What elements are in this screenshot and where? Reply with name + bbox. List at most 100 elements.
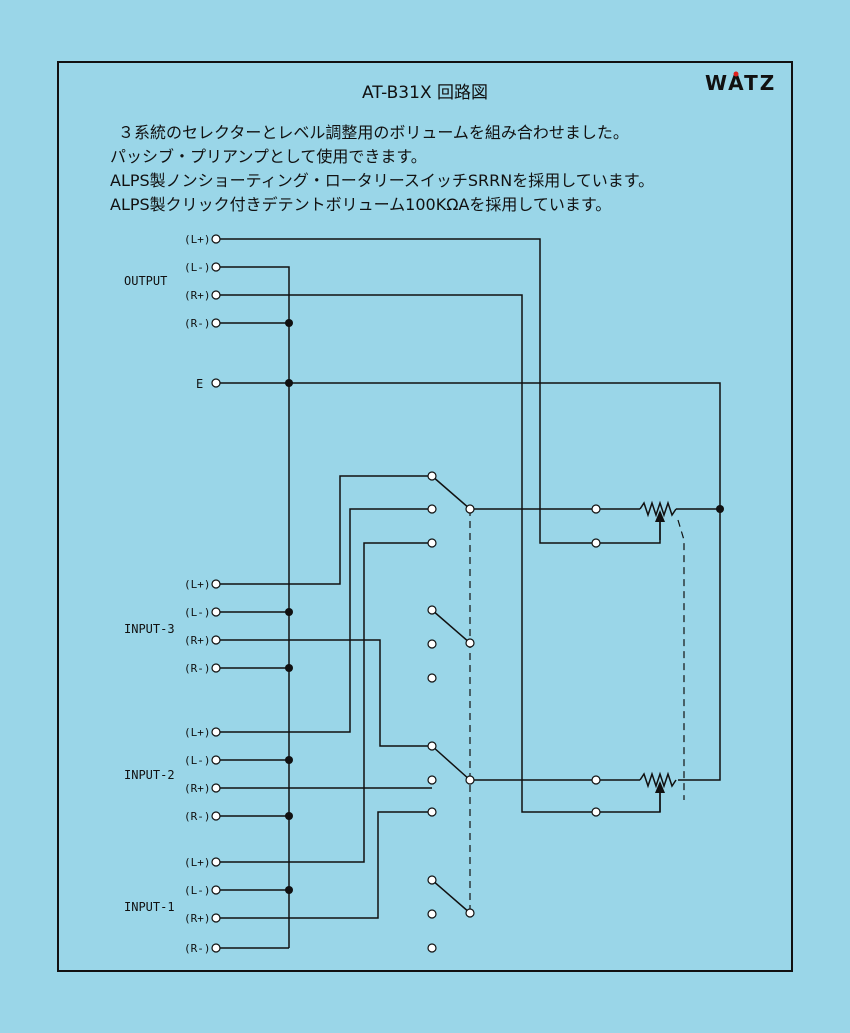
junctions — [285, 319, 724, 894]
selector-common — [465, 504, 475, 514]
junction-dot — [285, 812, 293, 820]
label-in1-l-plus: (L+) — [184, 856, 211, 869]
terminal-in1-r-minus — [211, 943, 221, 953]
label-input-3: INPUT-3 — [124, 622, 175, 636]
selector-contacts — [427, 471, 601, 953]
pot-left-terminal — [591, 504, 601, 514]
wire-output-l-plus — [216, 238, 661, 544]
label-output-l-minus: (L-) — [184, 261, 211, 274]
label-input-1: INPUT-1 — [124, 900, 175, 914]
label-in3-l-plus: (L+) — [184, 578, 211, 591]
description-line-4: ALPS製クリック付きデテントボリューム100KΩAを採用しています。 — [110, 195, 611, 214]
brand-logo: WATZ — [705, 71, 776, 95]
selector-contact — [427, 807, 437, 817]
r-spare-wiper — [431, 879, 471, 914]
selector-contact — [427, 775, 437, 785]
label-in2-r-plus: (R+) — [184, 782, 211, 795]
selector-contact — [427, 673, 437, 683]
label-in2-l-minus: (L-) — [184, 754, 211, 767]
junction-dot — [285, 886, 293, 894]
terminal-in2-r-minus — [211, 811, 221, 821]
selector-common — [465, 775, 475, 785]
volume-pot-left — [639, 500, 677, 540]
label-in2-r-minus: (R-) — [184, 810, 211, 823]
description-line-2: パッシブ・プリアンプとして使用できます。 — [110, 147, 427, 166]
selector-contact — [427, 909, 437, 919]
selector-common — [465, 638, 475, 648]
pot-left-arrow-icon — [655, 510, 665, 522]
junction-dot — [285, 664, 293, 672]
label-in3-l-minus: (L-) — [184, 606, 211, 619]
wire-in1-r-plus — [216, 811, 432, 919]
wire-in1-l-plus — [216, 542, 432, 863]
wire-in3-l-plus — [216, 475, 432, 585]
selector-contact — [427, 605, 437, 615]
l-spare-wiper — [431, 609, 471, 644]
wire-in3-r-plus — [216, 639, 432, 747]
group-labels: OUTPUT E INPUT-3 INPUT-2 INPUT-1 — [124, 274, 203, 914]
junction-dot — [285, 319, 293, 327]
terminal-in3-l-minus — [211, 607, 221, 617]
junction-dot — [285, 608, 293, 616]
selector-contact — [427, 741, 437, 751]
description-line-1: ３系統のセレクターとレベル調整用のボリュームを組み合わせました。 — [118, 123, 629, 142]
pot-right-arrow-icon — [655, 781, 665, 793]
label-output-r-minus: (R-) — [184, 317, 211, 330]
selector-contact — [427, 504, 437, 514]
terminal-in3-r-plus — [211, 635, 221, 645]
junction-dot — [285, 379, 293, 387]
terminal-in3-l-plus — [211, 579, 221, 589]
l-selector-wiper — [431, 475, 471, 510]
pot-left-resistor — [639, 500, 677, 518]
terminal-in1-l-plus — [211, 857, 221, 867]
junction-dot — [716, 505, 724, 513]
terminal-in3-r-minus — [211, 663, 221, 673]
selector-contact — [427, 875, 437, 885]
terminals — [211, 234, 221, 953]
r-selector-wiper — [431, 745, 471, 781]
pot-right-terminal — [591, 775, 601, 785]
terminal-in2-r-plus — [211, 783, 221, 793]
pot-left-wiper-terminal — [591, 538, 601, 548]
brand-wordmark: WATZ — [705, 71, 776, 95]
wiring — [216, 238, 721, 949]
label-in3-r-minus: (R-) — [184, 662, 211, 675]
label-earth: E — [196, 377, 203, 391]
label-input-2: INPUT-2 — [124, 768, 175, 782]
terminal-labels: (L+) (L-) (R+) (R-) (L+) (L-) (R+) (R-) … — [184, 233, 211, 955]
pot-right-resistor — [639, 771, 677, 789]
selector-contact — [427, 471, 437, 481]
brand-accent-dot — [733, 71, 739, 77]
description-line-3: ALPS製ノンショーティング・ロータリースイッチSRRNを採用しています。 — [110, 171, 654, 190]
label-in1-r-minus: (R-) — [184, 942, 211, 955]
label-in2-l-plus: (L+) — [184, 726, 211, 739]
terminal-in2-l-minus — [211, 755, 221, 765]
label-output: OUTPUT — [124, 274, 167, 288]
wire-output-r-plus — [216, 294, 661, 813]
junction-dot — [285, 756, 293, 764]
pot-gang-link — [677, 519, 685, 800]
diagram-title: AT-B31X 回路図 — [362, 83, 488, 103]
selector-contact — [427, 639, 437, 649]
terminal-in2-l-plus — [211, 727, 221, 737]
label-output-r-plus: (R+) — [184, 289, 211, 302]
selector-contact — [427, 538, 437, 548]
terminal-output-r-minus — [211, 318, 221, 328]
label-in1-l-minus: (L-) — [184, 884, 211, 897]
pot-right-wiper-terminal — [591, 807, 601, 817]
selector-contact — [427, 943, 437, 953]
wire-in2-l-plus — [216, 508, 432, 733]
terminal-output-l-plus — [211, 234, 221, 244]
diagram-frame — [57, 61, 793, 972]
ground-bus — [216, 266, 290, 948]
selector-common — [465, 908, 475, 918]
terminal-in1-r-plus — [211, 913, 221, 923]
label-in1-r-plus: (R+) — [184, 912, 211, 925]
label-output-l-plus: (L+) — [184, 233, 211, 246]
volume-pot-right — [639, 771, 677, 812]
wire-earth — [216, 382, 721, 781]
terminal-earth — [211, 378, 221, 388]
label-in3-r-plus: (R+) — [184, 634, 211, 647]
terminal-output-r-plus — [211, 290, 221, 300]
